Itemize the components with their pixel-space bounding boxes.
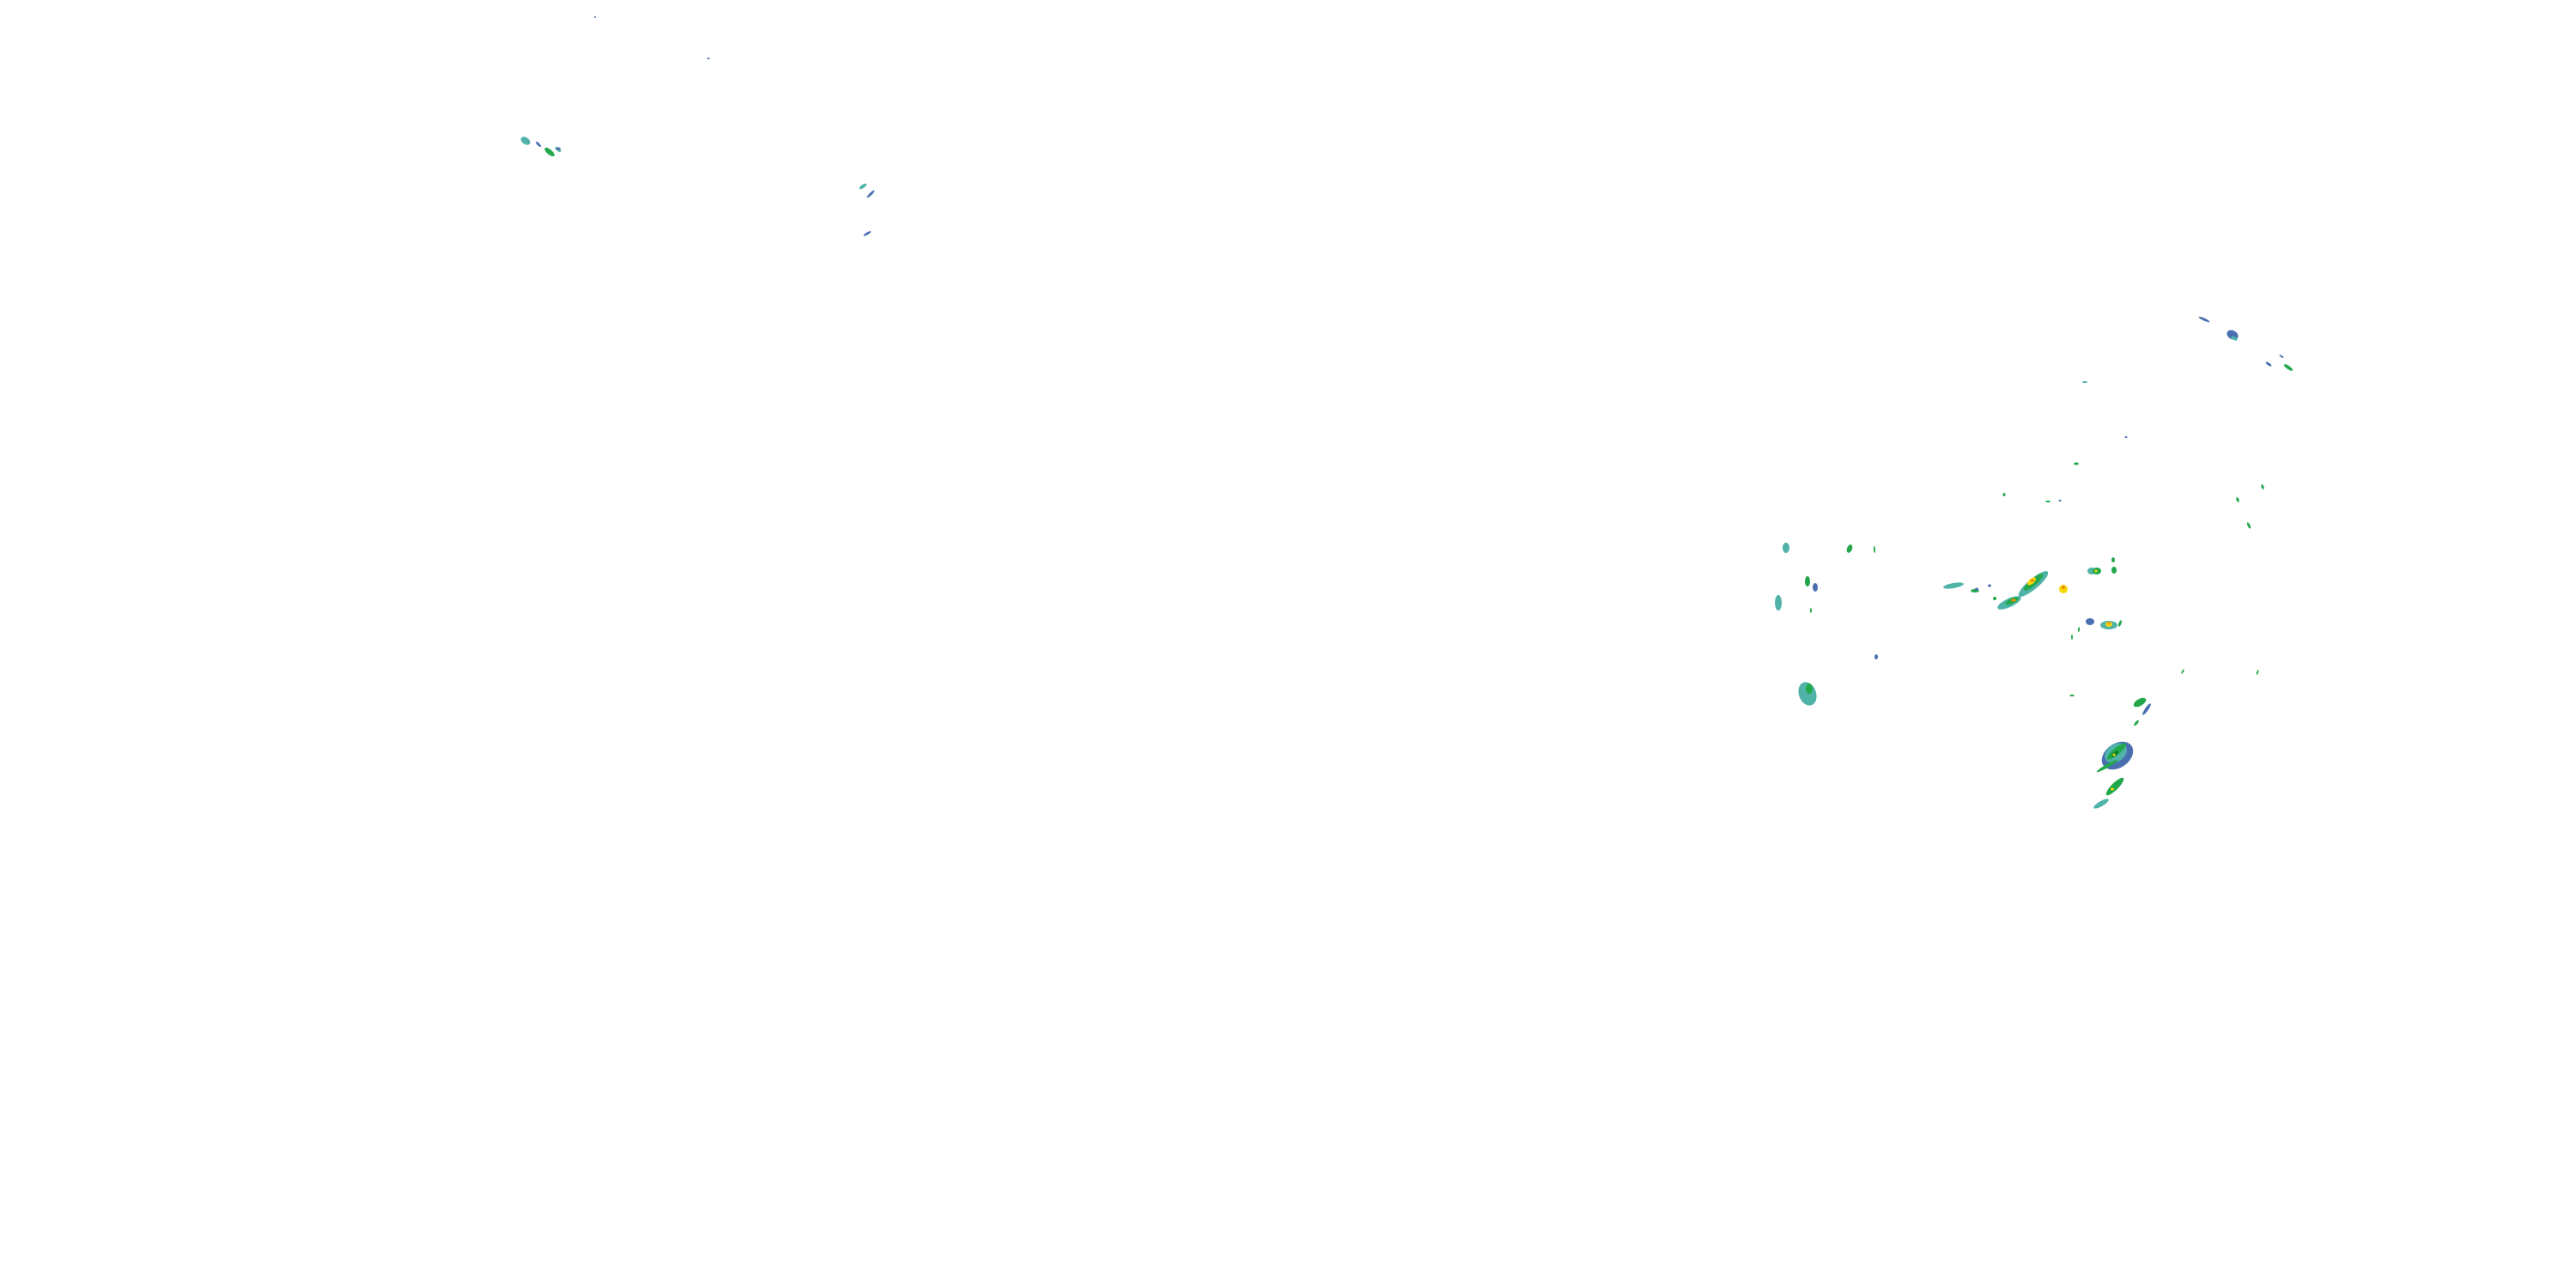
radar-echo [2082, 381, 2087, 383]
radar-echo [1988, 584, 1991, 587]
radar-echo [2071, 635, 2073, 640]
radar-echo [2231, 336, 2238, 341]
radar-echo [2062, 586, 2065, 589]
radar-echo [2094, 569, 2098, 573]
radar-echo [2134, 720, 2139, 726]
radar-echo [1805, 576, 1810, 586]
radar-echo [2002, 493, 2006, 496]
radar-echo [1813, 583, 1818, 592]
radar-echo [1943, 582, 1964, 589]
radar-echo [2111, 787, 2114, 791]
radar-echo [859, 183, 867, 190]
radar-echo [2096, 759, 2118, 773]
radar-echo [1810, 608, 1812, 613]
radar-echo [2142, 703, 2151, 715]
radar-echo [1775, 595, 1782, 611]
radar-echo [2107, 622, 2111, 625]
radar-echo [1846, 544, 1853, 553]
radar-echo [1806, 683, 1813, 694]
radar-echo [1874, 546, 1875, 553]
radar-echo [2058, 500, 2062, 501]
precip-cell-nw [520, 16, 710, 157]
radar-echo [1975, 587, 1978, 591]
radar-echo [2279, 355, 2284, 358]
radar-echo [2112, 753, 2116, 756]
radar-echo [2111, 567, 2117, 574]
radar-echo [1783, 543, 1789, 553]
radar-echo [594, 16, 596, 18]
radar-echo [2105, 777, 2124, 796]
precip-cells-northeast [2002, 316, 2293, 696]
radar-echo [707, 58, 710, 59]
radar-echo [2069, 695, 2075, 696]
radar-echo [2283, 364, 2293, 371]
radar-echo [2078, 627, 2080, 632]
radar-echo [544, 147, 555, 157]
radar-echo [556, 147, 561, 150]
radar-echo [866, 190, 875, 198]
radar-echo [2246, 522, 2251, 529]
radar-echo [1874, 654, 1878, 659]
radar-echo [1993, 597, 1996, 600]
radar-echo [2011, 598, 2016, 602]
radar-echo [2045, 501, 2050, 502]
radar-echo [2198, 316, 2210, 323]
radar-echo [2133, 697, 2147, 708]
radar-echo [520, 137, 531, 145]
radar-echo [535, 141, 542, 148]
radar-echo [2261, 484, 2264, 489]
radar-echo [2236, 497, 2239, 502]
radar-echo [2030, 579, 2035, 582]
radar-echo [2093, 799, 2109, 809]
precip-cells-east [1775, 543, 2184, 809]
radar-echo [2181, 669, 2184, 674]
radar-echo [2256, 670, 2259, 675]
radar-echo [2086, 618, 2094, 625]
precip-cell-n [859, 183, 875, 236]
radar-echo [2074, 462, 2079, 465]
radar-echo [2265, 361, 2272, 367]
radar-echo [1798, 682, 1817, 706]
radar-echo [2227, 330, 2239, 340]
radar-echo [863, 231, 872, 236]
radar-echo [2111, 557, 2115, 562]
radar-echo [2118, 620, 2122, 627]
radar-echo [2124, 436, 2128, 438]
